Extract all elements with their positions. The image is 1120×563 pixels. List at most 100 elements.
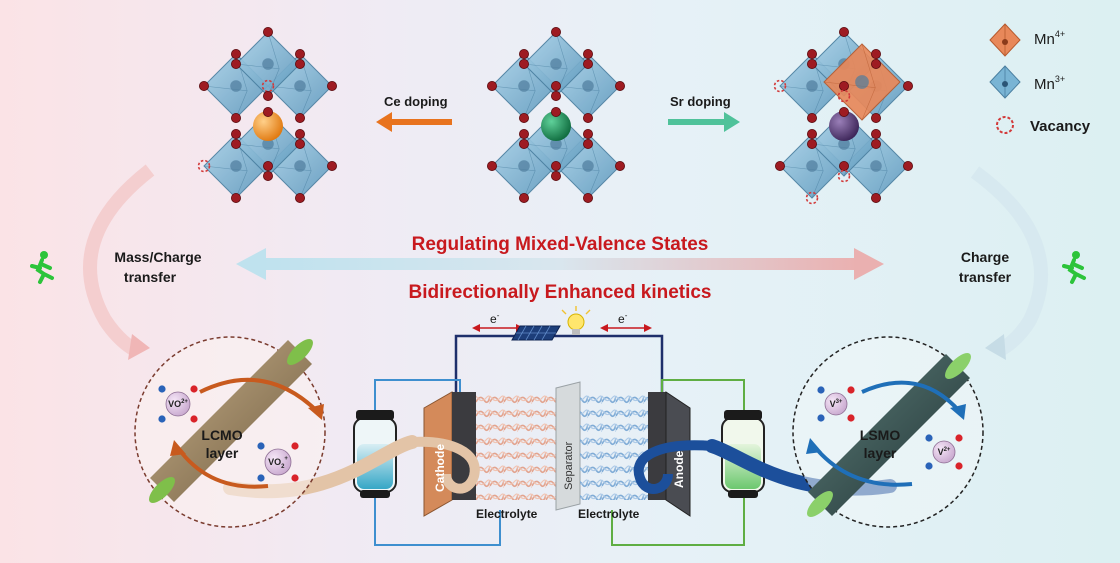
svg-text:VO2+: VO2+ [268,456,288,470]
oxygen-atom [871,192,882,203]
left-side-label-1: Mass/Charge [114,249,201,265]
dopant-atom [829,111,859,141]
oxygen-atom [262,160,273,171]
solar-panel-icon [511,325,561,341]
oxygen-atom [807,49,818,60]
oxygen-atom [551,81,562,92]
oxygen-atom [903,160,914,171]
separator-label: Separator [563,441,575,490]
svg-text:V2+: V2+ [938,447,951,457]
oxygen-atom [551,170,562,181]
oxygen-atom [583,138,594,149]
oxygen-atom [583,59,594,70]
legend [989,23,1021,134]
oxygen-atom [615,160,626,171]
oxygen-atom [230,113,241,124]
vacancy-site [773,79,787,93]
separator-membrane [555,381,581,511]
legend-mn3-label: Mn3+ [1034,74,1065,93]
left-side-label-2: transfer [124,269,177,285]
legend-vacancy-label: Vacancy [1030,118,1091,135]
vacancy-site [197,159,211,173]
oxygen-atom [615,81,626,92]
sr-doping-arrow [668,112,740,132]
oxygen-atom [583,113,594,124]
oxygen-atom [871,49,882,60]
runner-left-icon [30,251,54,284]
oxygen-atom [326,160,337,171]
ion-v3plus: V3+ [817,386,855,422]
ce-doping-label: Ce doping [384,94,448,109]
electron-label-left: e- [490,311,500,326]
title-bottom: Bidirectionally Enhanced kinetics [408,282,711,303]
right-tube-loop [633,440,713,494]
oxygen-atom [519,138,530,149]
mn3-octahedron [523,111,589,177]
oxygen-atom [230,138,241,149]
mn3-legend-icon [989,65,1021,99]
runner-right-icon [1062,251,1086,284]
right-side-label-1: Charge [961,249,1009,265]
lcmo-label-2: layer [206,445,239,461]
sr-doping-label: Sr doping [670,94,731,109]
right-curve-arrow [970,166,1049,357]
oxygen-atom [294,113,305,124]
oxygen-atom [871,128,882,139]
right-ion-arrow-bottom [812,444,913,487]
lsmo-label-1: LSMO [860,427,901,443]
oxygen-atom [807,113,818,124]
oxygen-atom [551,160,562,171]
electron-label-right: e- [618,311,628,326]
vacancy-site [837,169,851,183]
right-ion-arrow-top [861,380,962,414]
oxygen-atom [230,59,241,70]
vacancy-site [837,89,851,103]
oxygen-atom [230,49,241,60]
oxygen-atom [583,192,594,203]
svg-text:VO2+: VO2+ [168,399,188,409]
oxygen-atom [294,59,305,70]
left-ion-arrow-top [199,377,320,414]
lattice-sr-doped [773,26,914,205]
left-tube-loop [411,436,480,494]
ion-vo2-plus: VO2+ [257,442,299,482]
oxygen-atom [839,26,850,37]
oxygen-atom [294,138,305,149]
oxygen-atom [807,138,818,149]
cathode-label: Cathode [433,444,447,492]
title-top: Regulating Mixed-Valence States [412,234,709,255]
oxygen-atom [519,49,530,60]
oxygen-atom [839,160,850,171]
oxygen-atom [262,91,273,102]
oxygen-atom [294,128,305,139]
external-circuit [454,334,664,398]
right-pipe-line [661,379,745,418]
oxygen-atom [326,81,337,92]
oxygen-atom [230,128,241,139]
oxygen-atom [871,59,882,70]
mn4-legend-icon [989,23,1021,57]
left-electrolyte-region [476,392,560,500]
ce-doping-arrow [376,112,452,132]
oxygen-atom [262,26,273,37]
oxygen-atom [519,192,530,203]
oxygen-atom [486,160,497,171]
ion-group: VO2+ VO2+ V3+ V2+ [158,385,963,482]
oxygen-atom [775,160,786,171]
electrolyte-left-label: Electrolyte [476,507,538,521]
oxygen-atom [262,107,273,118]
dopant-atom [541,111,571,141]
ion-v2plus: V2+ [925,434,963,470]
oxygen-atom [839,107,850,118]
vacancy-site [805,191,819,205]
electron-arrow-left [472,324,524,332]
oxygen-atom [519,59,530,70]
oxygen-atom [551,26,562,37]
bidirectional-arrow [236,248,884,280]
electron-arrow-right [600,324,652,332]
right-electrolyte-region [580,392,648,500]
left-curve-arrow-head [128,334,150,360]
oxygen-atom [486,81,497,92]
oxygen-atom [807,128,818,139]
